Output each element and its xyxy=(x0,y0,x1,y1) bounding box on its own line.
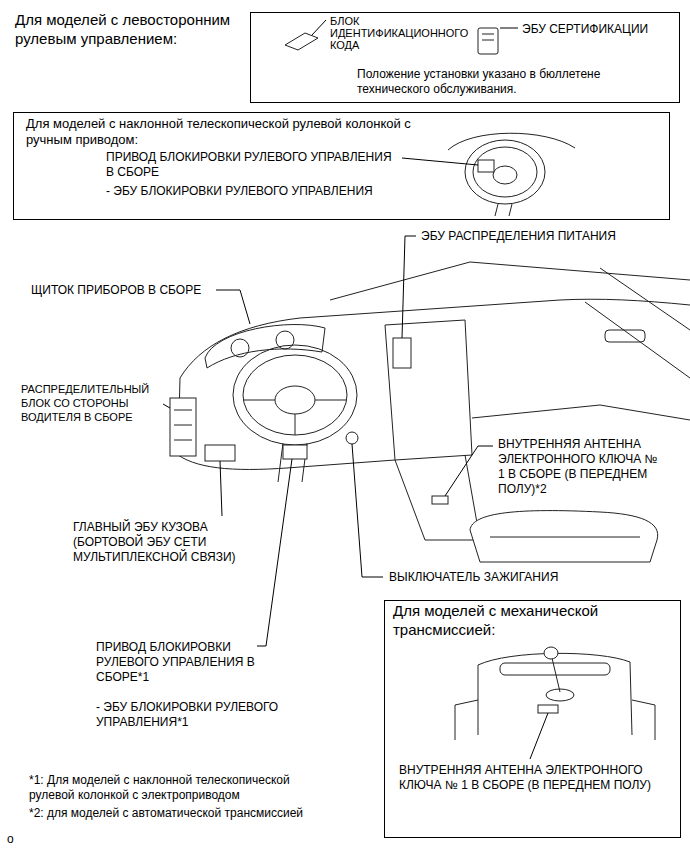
steering-wheel-inner xyxy=(243,355,347,435)
leader-line xyxy=(530,713,548,759)
steering-column xyxy=(495,204,512,216)
steering-spokes xyxy=(243,400,347,435)
part-label: - ЭБУ БЛОКИРОВКИ РУЛЕВОГО УПРАВЛЕНИЯ xyxy=(105,184,374,199)
steering-hub xyxy=(275,386,315,414)
info-box: Для моделей с левосторонним рулевым упра… xyxy=(250,12,680,103)
section-heading: Для моделей с наклонной телескопической … xyxy=(25,116,447,149)
gauge xyxy=(231,339,249,357)
seats xyxy=(455,700,655,740)
dashboard-lower-edge xyxy=(178,378,395,469)
air-vent xyxy=(605,330,645,342)
steering-lock-actuator xyxy=(478,160,494,172)
section-heading: Для моделей с левосторонним рулевым упра… xyxy=(14,11,244,49)
note-text: Положение установки указано в бюллетене … xyxy=(356,67,658,97)
steering-lock-ecu xyxy=(283,445,307,459)
steering-column xyxy=(278,443,307,482)
driver-junction-block xyxy=(170,398,196,456)
seat-seam xyxy=(490,537,640,538)
part-label: ГЛАВНЫЙ ЭБУ КУЗОВА (БОРТОВОЙ ЭБУ СЕТИ МУ… xyxy=(72,520,249,565)
ignition-switch xyxy=(346,432,358,444)
info-box: Для моделей с механической трансмиссией:… xyxy=(384,600,681,838)
dashboard-right-lower xyxy=(472,405,690,420)
center-stack xyxy=(385,320,472,460)
leader-line xyxy=(402,158,478,165)
part-label: ВНУТРЕННЯЯ АНТЕННА ЭЛЕКТРОННОГО КЛЮЧА № … xyxy=(398,763,675,793)
part-label: РАСПРЕДЕЛИТЕЛЬНЫЙ БЛОК СО СТОРОНЫ ВОДИТЕ… xyxy=(20,383,162,424)
junction-block-detail xyxy=(174,410,192,440)
steering-wheel xyxy=(233,345,357,445)
shift-knob xyxy=(544,647,558,659)
part-label: ЩИТОК ПРИБОРОВ В СБОРЕ xyxy=(30,283,202,298)
section-heading: Для моделей с механической трансмиссией: xyxy=(392,602,664,640)
footnote: *1: Для моделей с наклонной телескопичес… xyxy=(28,773,320,803)
leader-line xyxy=(242,459,292,646)
steering-wheel-inner xyxy=(473,147,537,197)
part-label: БЛОК ИДЕНТИФИКАЦИОННОГО КОДА xyxy=(329,15,471,51)
console xyxy=(478,653,632,735)
id-code-box-icon xyxy=(285,33,318,50)
power-distribution-ecu xyxy=(393,338,411,368)
steering-wheel xyxy=(465,140,545,204)
leader-line xyxy=(402,236,416,338)
shift-boot xyxy=(546,689,574,701)
certification-ecu-icon xyxy=(478,28,498,54)
leader-line xyxy=(163,404,170,408)
main-body-ecu xyxy=(205,445,235,461)
part-label: ЭБУ СЕРТИФИКАЦИИ xyxy=(521,22,649,37)
leader-line xyxy=(500,28,518,29)
a-pillar xyxy=(600,268,690,330)
roof-line xyxy=(330,262,690,300)
seat xyxy=(470,511,658,562)
part-label: ВНУТРЕННЯЯ АНТЕННА ЭЛЕКТРОННОГО КЛЮЧА № … xyxy=(497,437,659,497)
leader-line xyxy=(220,461,222,516)
leader-line xyxy=(445,446,493,496)
part-label: ПРИВОД БЛОКИРОВКИ РУЛЕВОГО УПРАВЛЕНИЯ В … xyxy=(95,640,257,685)
part-label: ЭБУ РАСПРЕДЕЛЕНИЯ ПИТАНИЯ xyxy=(420,229,617,244)
dashboard-top xyxy=(180,299,690,378)
center-console xyxy=(395,455,480,540)
shift-lever xyxy=(552,658,560,692)
page-marker: o xyxy=(6,832,15,847)
door-edge xyxy=(585,302,690,378)
floor-antenna xyxy=(432,496,448,504)
leader-line xyxy=(216,290,250,324)
leader-line xyxy=(352,444,383,577)
part-label: - ЭБУ БЛОКИРОВКИ РУЛЕВОГО УПРАВЛЕНИЯ*1 xyxy=(95,700,317,730)
part-label: ВЫКЛЮЧАТЕЛЬ ЗАЖИГАНИЯ xyxy=(388,570,559,585)
floor-antenna xyxy=(538,705,558,713)
ecu-connector xyxy=(482,34,494,40)
footnote: *2: для моделей с автоматической трансми… xyxy=(28,806,304,821)
info-box: Для моделей с наклонной телескопической … xyxy=(13,112,670,220)
leader-line xyxy=(312,20,326,35)
part-label: ПРИВОД БЛОКИРОВКИ РУЛЕВОГО УПРАВЛЕНИЯ В … xyxy=(105,150,399,180)
steering-hub xyxy=(493,166,517,184)
